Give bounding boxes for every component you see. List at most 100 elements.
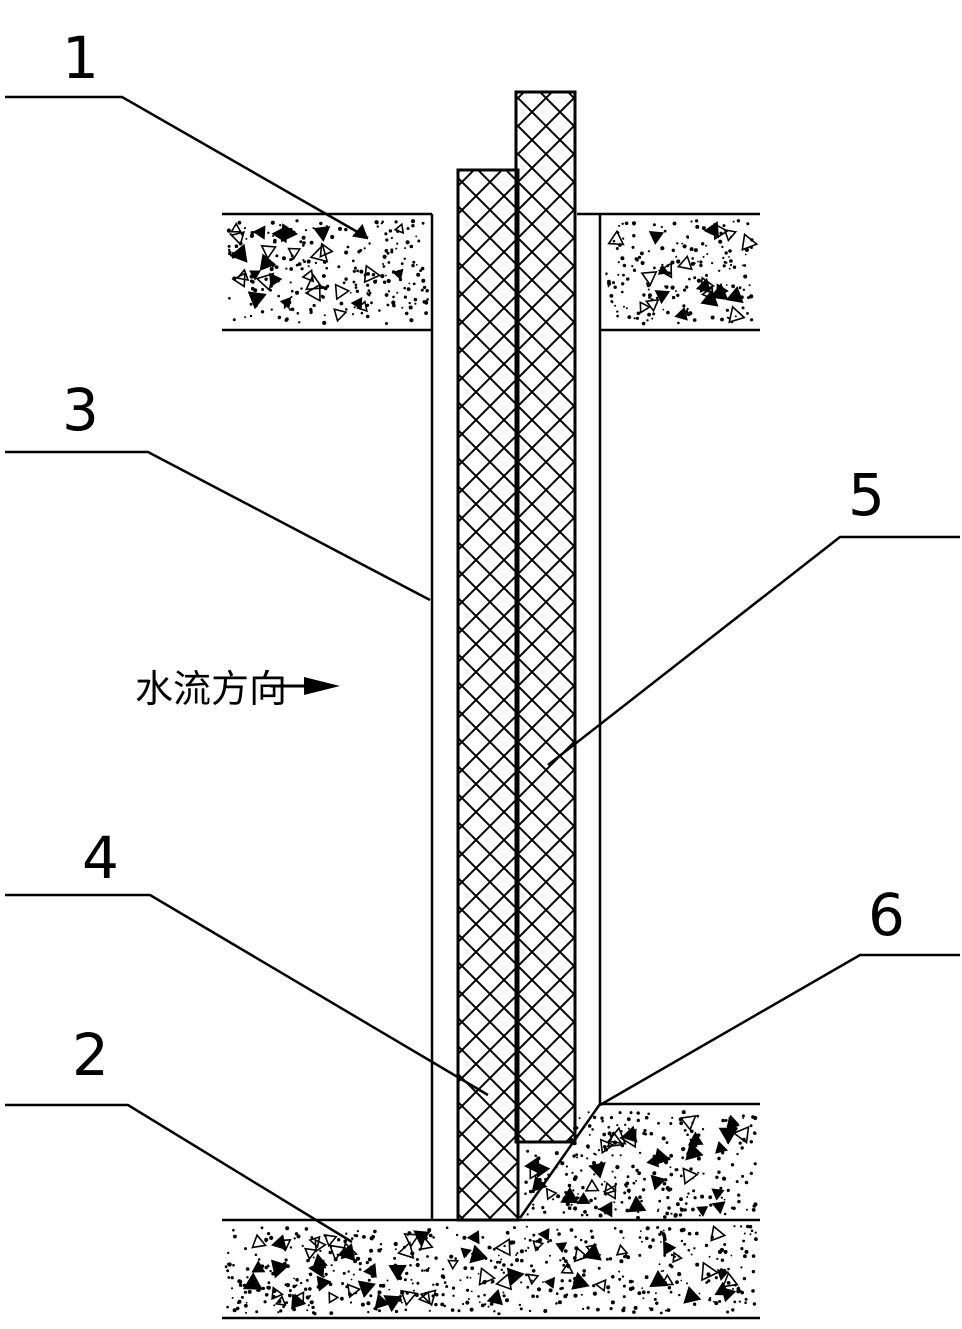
soil-triangle (571, 1271, 590, 1290)
soil-dot (351, 259, 355, 263)
soil-dot (279, 224, 282, 227)
soil-dot (730, 1163, 735, 1167)
soil-dot (728, 249, 732, 253)
soil-triangle (728, 305, 746, 324)
soil-dot (390, 248, 394, 252)
soil-dot (751, 1254, 756, 1258)
soil-dot (450, 1308, 455, 1312)
soil-dot (306, 1309, 309, 1312)
soil-block-top-right (577, 212, 760, 332)
soil-dot (483, 1293, 486, 1297)
soil-dot (382, 263, 385, 265)
soil-dot (396, 291, 399, 294)
soil-triangle (598, 1201, 613, 1218)
soil-triangle (555, 1242, 568, 1254)
soil-dot (743, 1254, 747, 1259)
soil-dot (708, 1298, 712, 1302)
soil-dot (659, 1311, 663, 1315)
soil-dot (681, 1227, 686, 1232)
soil-dot (565, 1172, 568, 1176)
soil-dot (272, 235, 275, 237)
soil-dot (723, 1249, 728, 1254)
soil-dot (647, 250, 651, 253)
soil-triangle (653, 1147, 671, 1166)
soil-dot (722, 256, 725, 260)
soil-dot (609, 1116, 614, 1120)
soil-dot (618, 1111, 622, 1115)
sheet-pile-5 (514, 90, 577, 1144)
soil-dot (449, 1254, 454, 1259)
soil-dot (254, 1253, 258, 1257)
soil-dot (683, 1208, 687, 1212)
soil-dot (560, 1161, 565, 1166)
soil-dot (421, 1269, 424, 1272)
soil-dot (519, 1307, 523, 1311)
soil-dot (683, 1242, 687, 1246)
soil-dot (379, 1243, 383, 1246)
soil-dot (352, 1273, 355, 1276)
soil-dot (695, 224, 700, 229)
soil-dot (685, 309, 689, 313)
soil-dot (749, 1233, 752, 1236)
soil-dot (362, 1235, 366, 1239)
soil-dot (704, 1243, 709, 1248)
soil-dot (614, 1208, 617, 1211)
soil-dot (655, 296, 659, 300)
soil-dot (307, 265, 310, 268)
soil-dot (669, 1153, 674, 1158)
soil-dot (346, 245, 350, 249)
soil-dot (515, 1258, 519, 1263)
soil-dot (733, 1300, 737, 1304)
soil-dot (555, 1166, 558, 1169)
soil-dot (614, 1182, 618, 1186)
soil-triangle (594, 1278, 607, 1293)
soil-dot (386, 303, 390, 307)
soil-dot (632, 1310, 636, 1314)
soil-dot (457, 1309, 461, 1313)
soil-dot (692, 318, 697, 322)
soil-dot (572, 1189, 575, 1192)
soil-dot (700, 1194, 705, 1199)
soil-dot (307, 1304, 310, 1307)
soil-dot (682, 304, 686, 308)
soil-dot (709, 1296, 712, 1300)
soil-dot (641, 1188, 646, 1192)
soil-dot (718, 269, 721, 272)
soil-dot (302, 259, 305, 261)
leader-lines (5, 95, 960, 1244)
soil-triangle (650, 1174, 667, 1191)
soil-dot (359, 269, 364, 274)
soil-triangle (346, 1283, 362, 1299)
soil-dot (467, 1298, 470, 1300)
soil-dot (498, 1312, 501, 1315)
soil-dot (289, 267, 294, 271)
soil-triangle (657, 262, 673, 279)
soil-dot (607, 1290, 610, 1294)
soil-dot (302, 244, 305, 247)
soil-dot (386, 1279, 389, 1282)
soil-dot (611, 1154, 614, 1157)
soil-triangle (619, 1128, 637, 1149)
soil-dot (614, 1176, 617, 1179)
soil-dot (337, 1238, 341, 1242)
soil-dot (605, 272, 608, 275)
soil-dot (744, 1297, 748, 1301)
soil-dot (575, 1153, 579, 1157)
soil-dot (582, 1197, 586, 1200)
soil-dot (695, 219, 699, 223)
soil-dot (635, 258, 639, 262)
soil-dot (648, 1244, 653, 1249)
leader-4 (5, 893, 489, 1097)
soil-triangle (495, 1272, 513, 1291)
soil-dot (685, 285, 689, 289)
soil-dot (565, 1202, 570, 1207)
soil-dot (663, 229, 667, 233)
soil-dot (498, 1260, 502, 1264)
soil-dot (693, 1196, 697, 1200)
soil-dot (693, 248, 698, 253)
soil-dot (733, 1225, 736, 1228)
soil-dot (571, 1171, 574, 1174)
soil-triangle (413, 1230, 431, 1246)
soil-dot (367, 1257, 372, 1262)
soil-dot (365, 314, 370, 319)
